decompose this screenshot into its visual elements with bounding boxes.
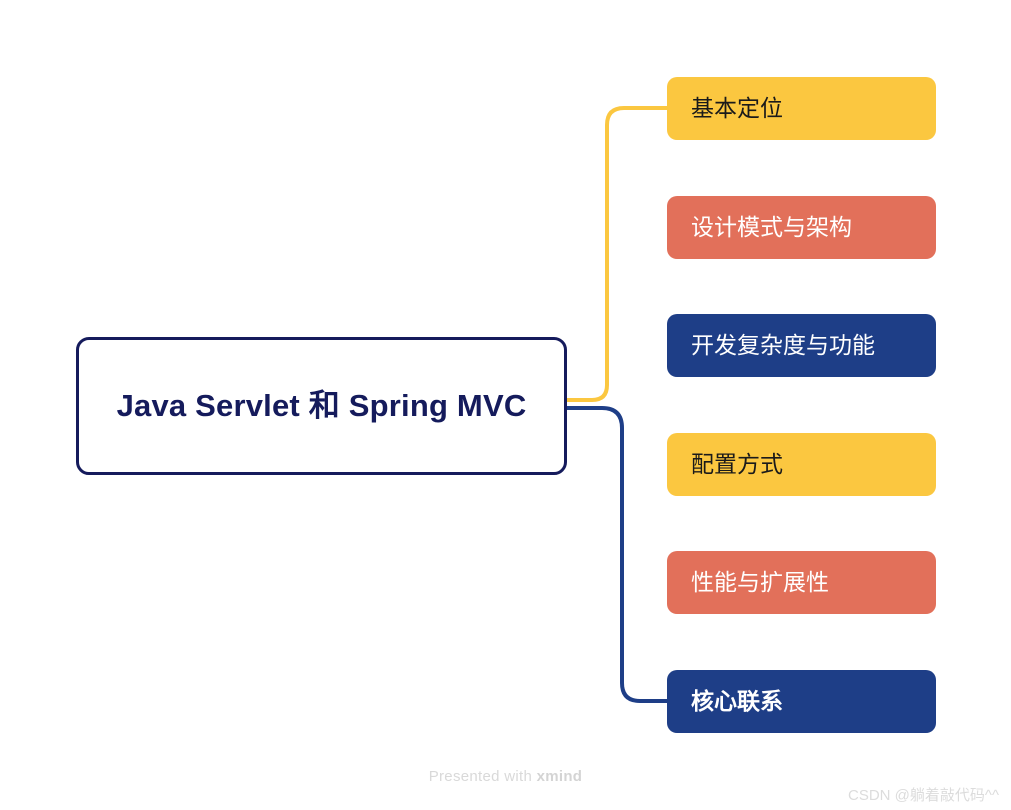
branch-node-1-label: 基本定位 [691, 94, 783, 121]
branch-node-4-label: 配置方式 [691, 450, 783, 477]
branch-node-6-label: 核心联系 [691, 687, 783, 714]
branch-node-4[interactable]: 配置方式 [667, 433, 936, 496]
branch-node-2-label: 设计模式与架构 [691, 213, 852, 240]
root-node-label: Java Servlet 和 Spring MVC [116, 388, 527, 424]
branch-node-5-label: 性能与扩展性 [691, 568, 829, 595]
xmind-brand: xmind [536, 768, 583, 785]
branch-node-2[interactable]: 设计模式与架构 [667, 196, 936, 259]
connector-lower-path [565, 406, 669, 703]
branch-node-6[interactable]: 核心联系 [667, 670, 936, 733]
connector-upper-path [565, 106, 669, 402]
csdn-watermark: CSDN @躺着敲代码^^ [848, 787, 999, 804]
branch-node-3[interactable]: 开发复杂度与功能 [667, 314, 936, 377]
xmind-credit: Presented with xmind [0, 768, 1011, 785]
branch-node-3-label: 开发复杂度与功能 [691, 331, 875, 358]
branch-node-1[interactable]: 基本定位 [667, 77, 936, 140]
branch-node-5[interactable]: 性能与扩展性 [667, 551, 936, 614]
xmind-credit-prefix: Presented with [428, 768, 537, 785]
root-node[interactable]: Java Servlet 和 Spring MVC [76, 337, 567, 475]
